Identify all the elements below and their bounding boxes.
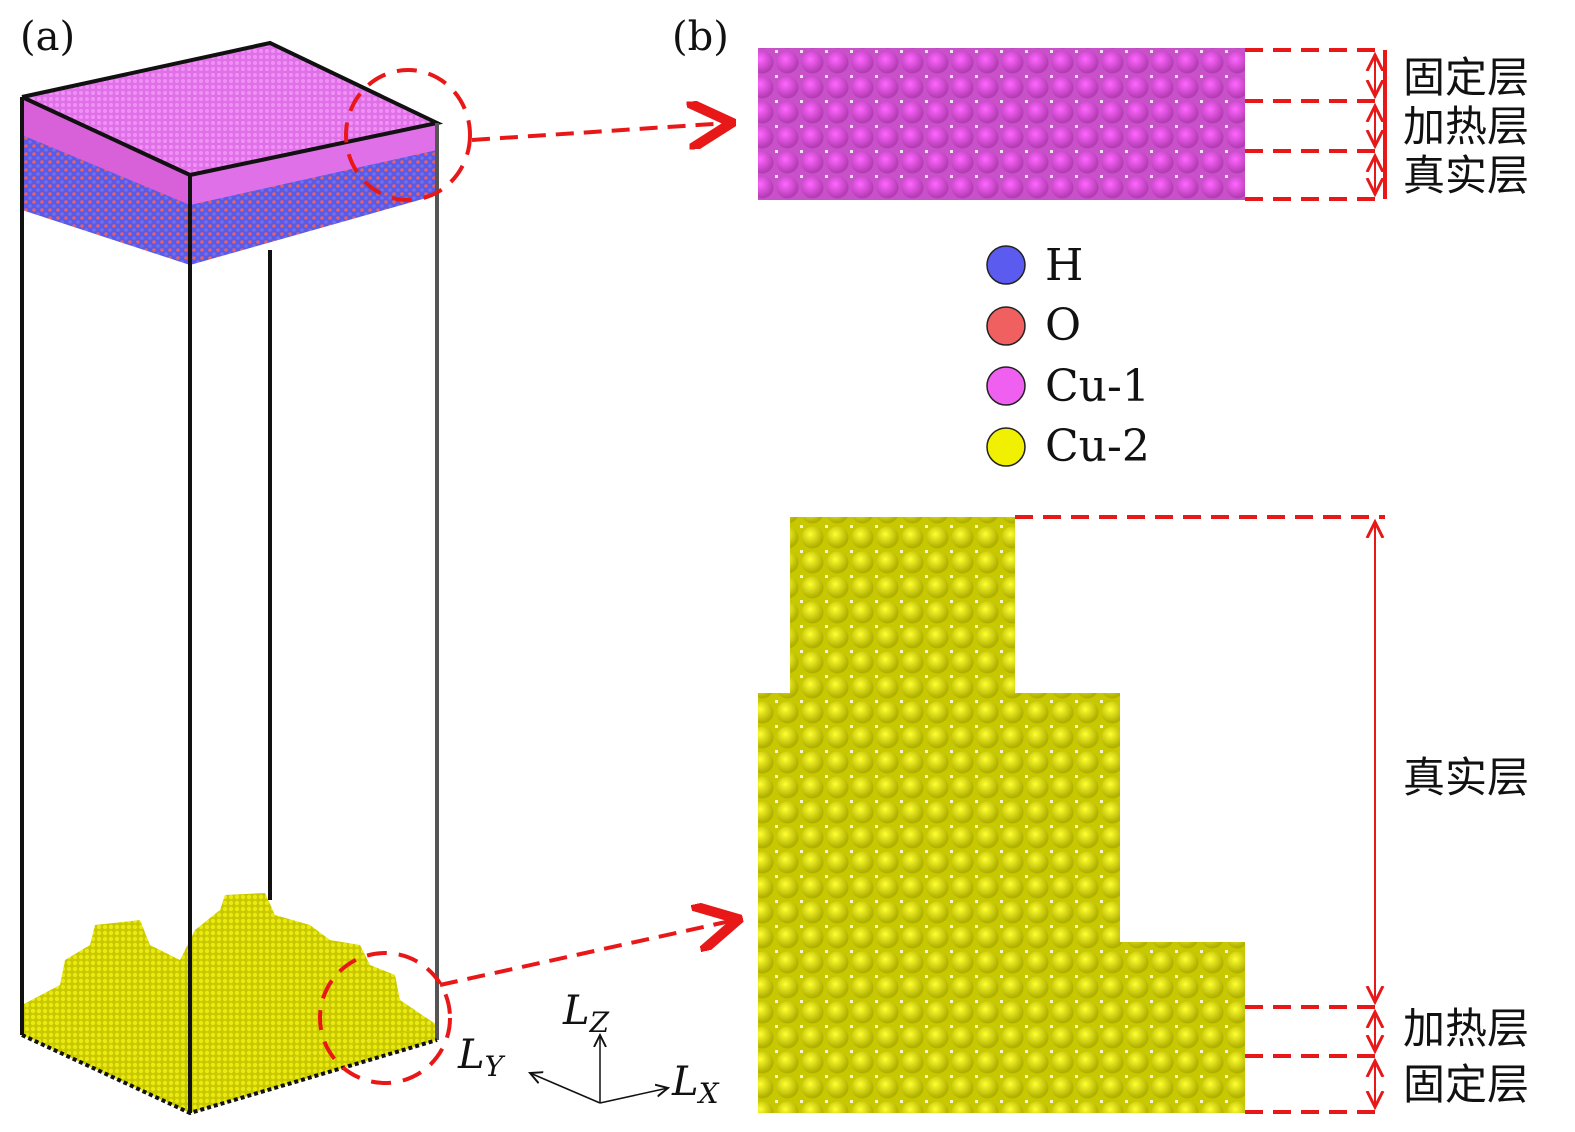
x-axis-arrow [599, 1088, 668, 1104]
axis-label-x: LX [671, 1059, 720, 1110]
simulation-box [20, 40, 444, 1116]
top-layer-dividers [1245, 48, 1385, 201]
legend-o-marker [986, 306, 1026, 346]
legend-h-label: H [1045, 240, 1083, 291]
top-heat-layer-label: 加热层 [1403, 102, 1529, 151]
legend-cu1-label: Cu-1 [1045, 361, 1150, 412]
cu1-slab [758, 48, 1245, 200]
legend-cu2-label: Cu-2 [1045, 421, 1150, 472]
legend-o-label: O [1045, 300, 1081, 351]
panel-label-b: (b) [672, 14, 729, 60]
bottom-real-layer-label: 真实层 [1403, 753, 1529, 802]
legend: H O Cu-1 Cu-2 [986, 240, 1150, 472]
top-zoom-arrow [471, 123, 728, 140]
cu2-islands [22, 893, 437, 1080]
axis-label-z: LZ [562, 988, 610, 1039]
bottom-fixed-layer-label: 固定层 [1403, 1060, 1529, 1109]
top-real-layer-label: 真实层 [1403, 151, 1529, 200]
legend-h-marker [986, 245, 1026, 285]
top-zoom-circle [344, 68, 472, 202]
bottom-heat-layer-label: 加热层 [1403, 1004, 1529, 1053]
cu2-base [22, 1005, 437, 1113]
cu1-left-face [22, 97, 190, 205]
cu2-substrate [758, 517, 1245, 1113]
axis-triad [530, 1035, 668, 1104]
y-axis-arrow [530, 1073, 601, 1104]
legend-cu1-marker [986, 366, 1026, 406]
bottom-zoom-arrow [439, 920, 735, 987]
legend-cu2-marker [986, 427, 1026, 467]
panel-label-a: (a) [20, 14, 75, 60]
cu1-right-face [190, 123, 437, 205]
top-fixed-layer-label: 固定层 [1403, 53, 1529, 102]
axis-label-y: LY [457, 1032, 506, 1083]
bottom-zoom-circle [318, 951, 452, 1085]
bottom-layer-dividers [1015, 515, 1385, 1114]
